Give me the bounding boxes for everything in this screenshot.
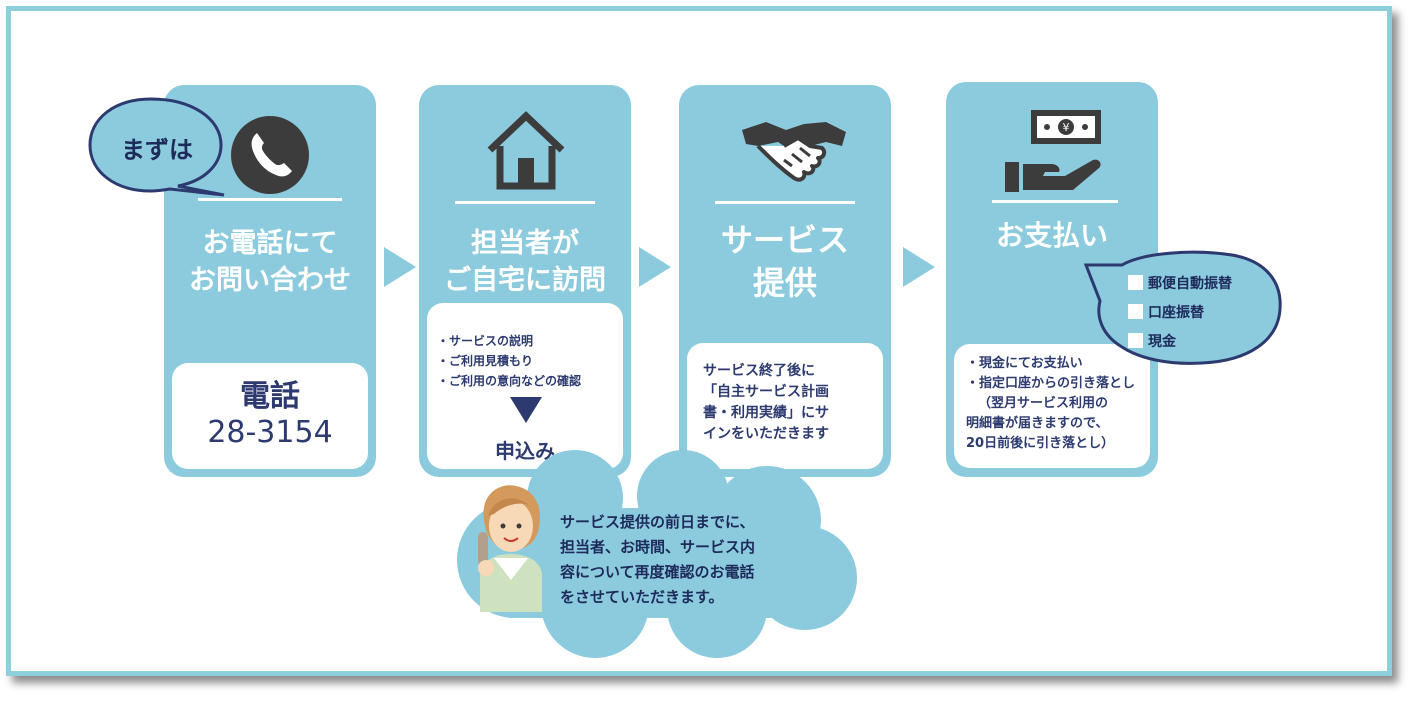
service-note-line: サービス終了後に [703,363,815,379]
visit-bullet: ・ご利用の意向などの確認 [437,374,582,388]
payment-icon: ¥ [1005,110,1101,192]
payment-note-line: 20日前後に引き落とし） [966,436,1115,451]
step-divider [198,198,342,201]
phone-icon [231,116,309,194]
payment-method-item: 現金 [1128,328,1232,357]
speech-bubble-shape [88,97,225,197]
house-icon [487,111,565,190]
visit-bullets: ・サービスの説明 ・ご利用見積もり ・ご利用の意向などの確認 [437,331,581,391]
flow-arrow [903,247,935,287]
staff-on-phone-icon [478,485,542,612]
visit-detail-box: ・サービスの説明 ・ご利用見積もり ・ご利用の意向などの確認 申込み [427,303,623,469]
step-divider [715,201,855,204]
payment-note-line: ・現金にてお支払い [966,356,1083,371]
step-card-visit: 担当者が ご自宅に訪問 ・サービスの説明 ・ご利用見積もり ・ご利用の意向などの… [419,85,631,477]
callout-line: 容について再度確認のお電話 [560,563,755,581]
payment-note: ・現金にてお支払い ・指定口座からの引き落とし （翌月サービス利用の 明細書が届… [966,354,1135,454]
payment-note-line: （翌月サービス利用の [978,396,1109,411]
step-title: お電話にて お問い合わせ [189,228,351,296]
payment-method-item: 口座振替 [1128,299,1232,328]
callout-line: 担当者、お時間、サービス内 [560,538,756,556]
phone-label: 電話 [240,379,300,414]
step-title: 担当者が ご自宅に訪問 [444,228,606,296]
step-title: お支払い [995,219,1108,252]
service-note-line: インをいただきます [703,426,829,442]
service-note: サービス終了後に 「自主サービス計画 書・利用実績」にサ インをいただきます [703,361,829,445]
callout-text: サービス提供の前日までに、 担当者、お時間、サービス内 容について再度確認のお電… [560,510,755,610]
payment-method-label: 現金 [1148,334,1176,350]
application-label: 申込み [495,439,555,463]
step-divider [992,200,1118,203]
checkbox-icon [1128,304,1143,319]
checkbox-icon [1128,275,1143,290]
checkbox-icon [1128,333,1143,348]
down-arrow-icon [510,397,542,423]
step-divider [455,201,595,204]
step-title: サービス 提供 [720,221,849,302]
service-note-line: 書・利用実績」にサ [703,405,829,421]
callout-line: をさせていただきます。 [560,588,724,606]
flow-arrow [384,247,416,287]
flow-arrow [639,247,671,287]
payment-note-line: ・指定口座からの引き落とし [966,376,1136,391]
service-note-box: サービス終了後に 「自主サービス計画 書・利用実績」にサ インをいただきます [687,343,883,469]
visit-bullet: ・ご利用見積もり [437,354,534,368]
bubble-label: まずは [121,136,193,164]
payment-note-box: ・現金にてお支払い ・指定口座からの引き落とし （翌月サービス利用の 明細書が届… [954,344,1150,468]
payment-note-line: 明細書が届きますので、 [966,416,1109,431]
payment-method-label: 口座振替 [1148,305,1204,321]
svg-text:¥: ¥ [1063,121,1070,134]
payment-method-item: 郵便自動振替 [1128,270,1232,299]
callout-line: サービス提供の前日までに、 [560,513,755,531]
service-note-line: 「自主サービス計画 [703,384,829,400]
payment-method-label: 郵便自動振替 [1148,276,1232,292]
visit-bullet: ・サービスの説明 [437,334,534,348]
payment-methods: 郵便自動振替 口座振替 現金 [1128,270,1232,357]
phone-info-box: 電話 28-3154 [172,363,368,469]
handshake-icon [742,122,846,182]
phone-number: 28-3154 [207,415,333,450]
cloud-callout-shape [457,450,857,658]
